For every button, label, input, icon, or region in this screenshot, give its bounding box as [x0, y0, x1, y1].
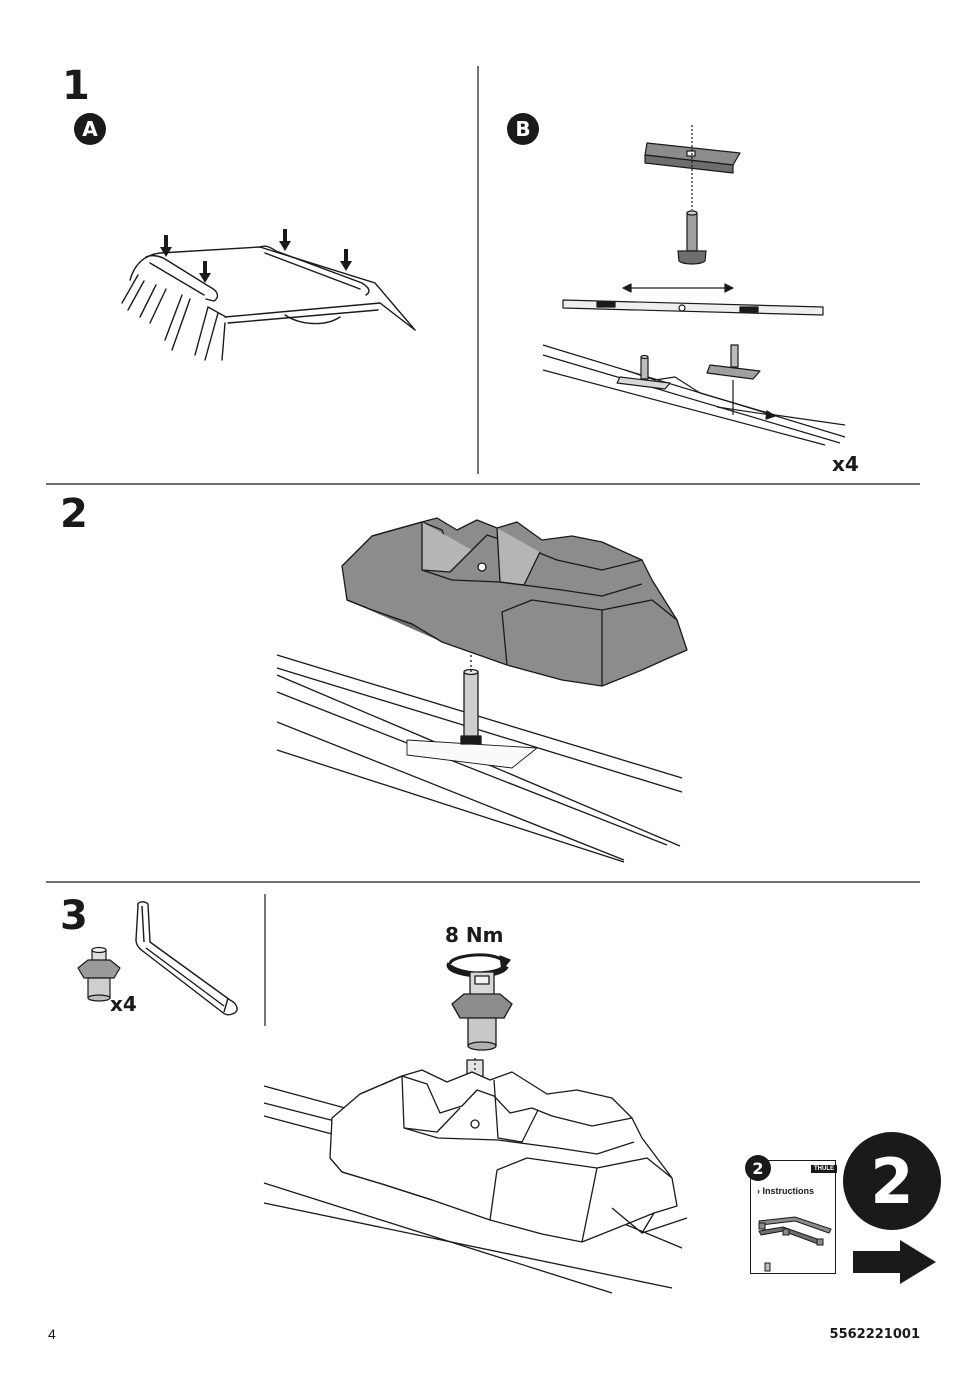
down-arrow-icons: [160, 229, 352, 283]
booklet-brand-logo: THULE: [811, 1165, 837, 1173]
step-3-quantity-label: x4: [110, 992, 137, 1016]
slide-in-t-bolt-illustration: [542, 125, 846, 446]
foot-on-rail-illustration: [263, 1058, 688, 1294]
step-2-number: 2: [60, 491, 88, 537]
document-number: 5562221001: [829, 1327, 920, 1342]
booklet-step-badge: 2: [745, 1155, 771, 1181]
booklet-title: › Instructions: [757, 1186, 815, 1196]
car-roof-rails-illustration: [121, 229, 416, 361]
roof-bar-icon: [758, 1216, 832, 1272]
hex-key-icon: [135, 901, 238, 1016]
tighten-rotation-icon: [446, 953, 513, 1051]
step-3-number: 3: [60, 893, 88, 939]
step-1-substep-b-badge: B: [507, 113, 539, 145]
step-1-number: 1: [62, 63, 90, 109]
step-1-substep-a-badge: A: [74, 113, 106, 145]
page-number: 4: [48, 1326, 56, 1342]
torque-screw-icon: [77, 946, 121, 1002]
foot-placement-illustration: [276, 517, 688, 863]
step-1-quantity-label: x4: [832, 452, 859, 476]
torque-value-label: 8 Nm: [445, 923, 504, 947]
next-booklet-number: 2: [843, 1132, 941, 1230]
next-arrow-icon: [853, 1240, 936, 1284]
